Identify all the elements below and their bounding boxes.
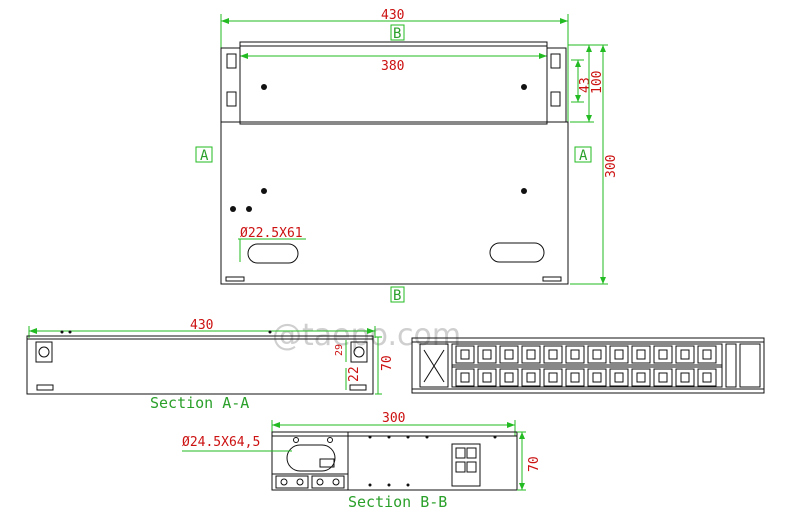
adapter-port	[543, 345, 563, 364]
adapter-port-core	[570, 349, 580, 360]
adapter-port	[543, 368, 563, 387]
adapter-port-core	[570, 372, 580, 383]
section-mark-a-right: A	[579, 148, 588, 164]
adapter-row-bottom	[455, 368, 717, 387]
slot-label-section-b: Ø24.5X64,5	[182, 435, 260, 450]
adapter-port-core	[658, 372, 668, 383]
dim-section-a-22: 22	[347, 366, 362, 382]
adapter-port-core	[636, 372, 646, 383]
adapter-port-core	[504, 372, 514, 383]
adapter-port-core	[592, 372, 602, 383]
adapter-port	[697, 345, 717, 364]
adapter-port-core	[526, 372, 536, 383]
adapter-port	[653, 345, 673, 364]
adapter-port	[565, 368, 585, 387]
adapter-port	[455, 368, 475, 387]
adapter-port	[587, 368, 607, 387]
dim-width-overall: 430	[381, 8, 404, 23]
dim-bracket-height: 100	[590, 71, 605, 94]
section-mark-b-bottom: B	[393, 288, 401, 304]
adapter-port-core	[526, 349, 536, 360]
adapter-port	[653, 368, 673, 387]
front-panel-view	[411, 337, 765, 394]
adapter-port	[697, 368, 717, 387]
section-a-title: Section A-A	[150, 394, 249, 412]
adapter-port-core	[482, 349, 492, 360]
adapter-port	[609, 368, 629, 387]
section-b-view: 300 Ø24.5X64,5	[182, 411, 542, 511]
adapter-port	[675, 368, 695, 387]
adapter-port-core	[680, 372, 690, 383]
adapter-port-core	[548, 349, 558, 360]
dim-section-b-depth: 300	[382, 411, 405, 426]
adapter-port-core	[460, 349, 470, 360]
adapter-port-core	[592, 349, 602, 360]
adapter-port	[565, 345, 585, 364]
slot-label-top: Ø22.5X61	[240, 226, 303, 241]
adapter-port	[587, 345, 607, 364]
section-mark-b-top: B	[393, 26, 401, 42]
adapter-port	[477, 368, 497, 387]
dim-width-inner: 380	[381, 59, 404, 74]
adapter-port	[609, 345, 629, 364]
section-a-view: 430 29 22 70 Section A-A	[26, 318, 395, 412]
adapter-port-core	[614, 349, 624, 360]
adapter-port	[499, 345, 519, 364]
adapter-port-core	[702, 372, 712, 383]
adapter-port	[521, 345, 541, 364]
section-mark-a-left: A	[200, 148, 209, 164]
adapter-row-top	[455, 345, 717, 364]
adapter-port-core	[460, 372, 470, 383]
adapter-port-core	[614, 372, 624, 383]
adapter-port-core	[702, 349, 712, 360]
dim-section-b-height: 70	[527, 456, 542, 472]
adapter-port	[521, 368, 541, 387]
adapter-port-core	[658, 349, 668, 360]
adapter-port	[499, 368, 519, 387]
adapter-port	[631, 345, 651, 364]
adapter-port	[675, 345, 695, 364]
dim-section-a-width: 430	[190, 318, 213, 333]
adapter-port-core	[548, 372, 558, 383]
adapter-port	[631, 368, 651, 387]
adapter-port-core	[504, 349, 514, 360]
adapter-port-core	[636, 349, 646, 360]
adapter-port-core	[482, 372, 492, 383]
dim-section-a-height: 70	[380, 355, 395, 371]
dim-depth: 300	[604, 155, 619, 178]
dim-section-a-29: 29	[334, 344, 345, 356]
adapter-port	[455, 345, 475, 364]
top-view: 430 380 B B A A	[195, 8, 619, 304]
adapter-port-core	[680, 349, 690, 360]
section-b-title: Section B-B	[348, 493, 447, 511]
adapter-port	[477, 345, 497, 364]
